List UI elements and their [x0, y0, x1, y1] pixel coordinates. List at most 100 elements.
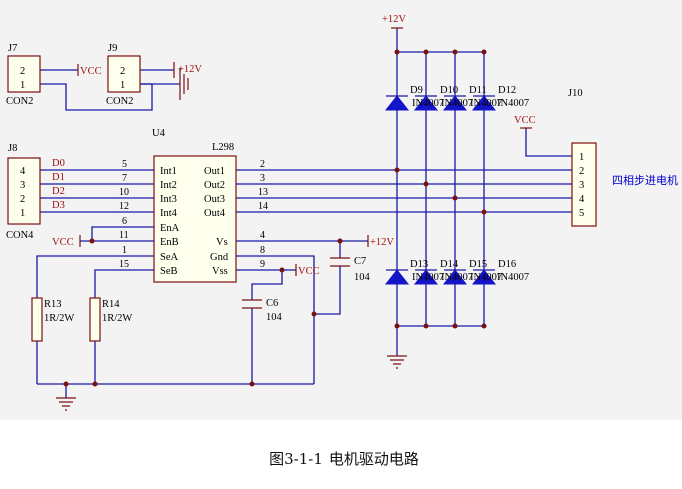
diode-d10 — [413, 95, 439, 111]
j10-label: 四相步进电机 — [612, 173, 678, 187]
diode-ref-d13: D13 — [410, 259, 428, 270]
v12-label-j9: +12V — [178, 64, 202, 75]
j7-pin-2: 2 — [20, 66, 25, 77]
pin-num-int4: 12 — [119, 201, 129, 212]
pin-num-sea: 1 — [122, 245, 127, 256]
chip-body — [153, 155, 237, 283]
wire-vss-c6 — [251, 270, 283, 300]
vcc-symbol-j7: VCC — [77, 64, 102, 77]
v12-label-vs: +12V — [370, 237, 394, 248]
diode-part-d9: IN4007 — [412, 98, 444, 109]
pin-name-gnd: Gnd — [210, 252, 229, 263]
pin-name-vss: Vss — [212, 266, 228, 277]
ground-symbol-left — [56, 397, 76, 411]
diode-ref-d11: D11 — [469, 85, 487, 96]
r13-value: 1R/2W — [44, 313, 74, 324]
diode-ref-d14: D14 — [440, 259, 459, 270]
j8-pin-2: 2 — [20, 194, 25, 205]
j9-body — [107, 55, 141, 93]
signal-d3: D3 — [52, 200, 65, 211]
vcc-label-enb: VCC — [52, 237, 74, 248]
pin-num-ena: 6 — [122, 216, 127, 227]
wire-gnd — [236, 255, 315, 384]
j8-body — [7, 157, 41, 225]
vcc-label-vss: VCC — [298, 266, 320, 277]
pin-name-out1: Out1 — [204, 166, 225, 177]
diode-d11 — [442, 95, 468, 111]
j10-pin-1: 1 — [579, 152, 584, 163]
capacitor-c7: C7 104 — [330, 256, 371, 283]
diodes-top: D9 D10 D11 D12 IN4007 IN4007 IN4007 IN40… — [384, 85, 529, 111]
pin-num-vss: 9 — [260, 259, 265, 270]
signal-d1: D1 — [52, 172, 65, 183]
pin-name-out3: Out3 — [204, 194, 225, 205]
diodes-bottom: D13 D14 D15 D16 IN4007 IN4007 IN4007 IN4… — [384, 259, 529, 285]
diode-d14 — [413, 269, 439, 285]
diode-d12 — [471, 95, 497, 111]
wires — [36, 28, 572, 398]
resistor-r13: R13 1R/2W — [31, 297, 74, 342]
figure-title: 电机驱动电路 — [328, 450, 419, 468]
resistor-r14: R14 1R/2W — [89, 297, 132, 342]
r14-value: 1R/2W — [102, 313, 132, 324]
diode-ref-d15: D15 — [469, 259, 487, 270]
pin-num-out2: 3 — [260, 173, 265, 184]
diode-d13 — [384, 269, 410, 285]
wire-c7-bottom — [314, 266, 341, 315]
signal-labels: D0 D1 D2 D3 — [52, 158, 65, 211]
pin-num-out1: 2 — [260, 159, 265, 170]
pin-name-vs: Vs — [216, 237, 228, 248]
r14-body — [89, 297, 101, 342]
pin-name-ena: EnA — [160, 223, 180, 234]
battery-symbol — [179, 68, 189, 100]
r14-ref: R14 — [102, 299, 120, 310]
j10-pin-2: 2 — [579, 166, 584, 177]
pin-num-seb: 15 — [119, 259, 129, 270]
v12-symbol-j9: +12V — [173, 62, 202, 78]
c6-value: 104 — [266, 312, 283, 323]
j10-pin-5: 5 — [579, 208, 584, 219]
c7-ref: C7 — [354, 256, 366, 267]
j9-ref: J9 — [108, 43, 117, 54]
r13-ref: R13 — [44, 299, 62, 310]
diode-part-d11: IN4007 — [470, 98, 502, 109]
j7-body — [7, 55, 41, 93]
diode-ref-d16: D16 — [498, 259, 516, 270]
v12-label-bridge: +12V — [382, 14, 406, 25]
j7-ref: J7 — [8, 43, 17, 54]
v12-symbol-bridge: +12V — [382, 14, 406, 29]
diode-d15 — [442, 269, 468, 285]
pin-name-int3: Int3 — [160, 194, 177, 205]
l298-chip: U4 L298 5 7 10 12 6 11 1 15 Int1 Int2 In… — [119, 128, 268, 283]
pin-name-sea: SeA — [160, 252, 179, 263]
ground-symbol-bridge — [387, 355, 407, 369]
connector-j9: J9 2 1 CON2 — [106, 43, 141, 107]
pin-name-seb: SeB — [160, 266, 178, 277]
wire-seb — [94, 269, 154, 298]
vcc-label-j10: VCC — [514, 115, 536, 126]
j9-pin-1: 1 — [120, 80, 125, 91]
c7-value: 104 — [354, 272, 371, 283]
wire-ena — [91, 226, 154, 242]
schematic-area: J7 2 1 CON2 VCC J9 2 1 CON2 +12V J8 4 3 … — [0, 0, 682, 420]
diode-d16 — [471, 269, 497, 285]
pin-name-enb: EnB — [160, 237, 179, 248]
pin-num-out4: 14 — [258, 201, 268, 212]
v12-symbol-vs: +12V — [367, 235, 394, 248]
pin-name-int1: Int1 — [160, 166, 177, 177]
diode-d9 — [384, 95, 410, 111]
connector-j7: J7 2 1 CON2 — [6, 43, 41, 107]
vcc-symbol-vss: VCC — [295, 264, 320, 277]
diode-ref-d9: D9 — [410, 85, 423, 96]
capacitor-c6: C6 104 — [242, 298, 283, 323]
diode-ref-d12: D12 — [498, 85, 516, 96]
diode-part-d10: IN4007 — [441, 98, 473, 109]
chip-ref: U4 — [152, 128, 166, 139]
j8-ref: J8 — [8, 143, 17, 154]
j10-ref: J10 — [568, 88, 583, 99]
diode-part-d16: IN4007 — [497, 272, 529, 283]
chip-part: L298 — [212, 142, 234, 153]
figure-number: 图3-1-1 — [269, 450, 323, 468]
j8-pin-4: 4 — [20, 166, 26, 177]
pin-num-vs: 4 — [260, 230, 265, 241]
